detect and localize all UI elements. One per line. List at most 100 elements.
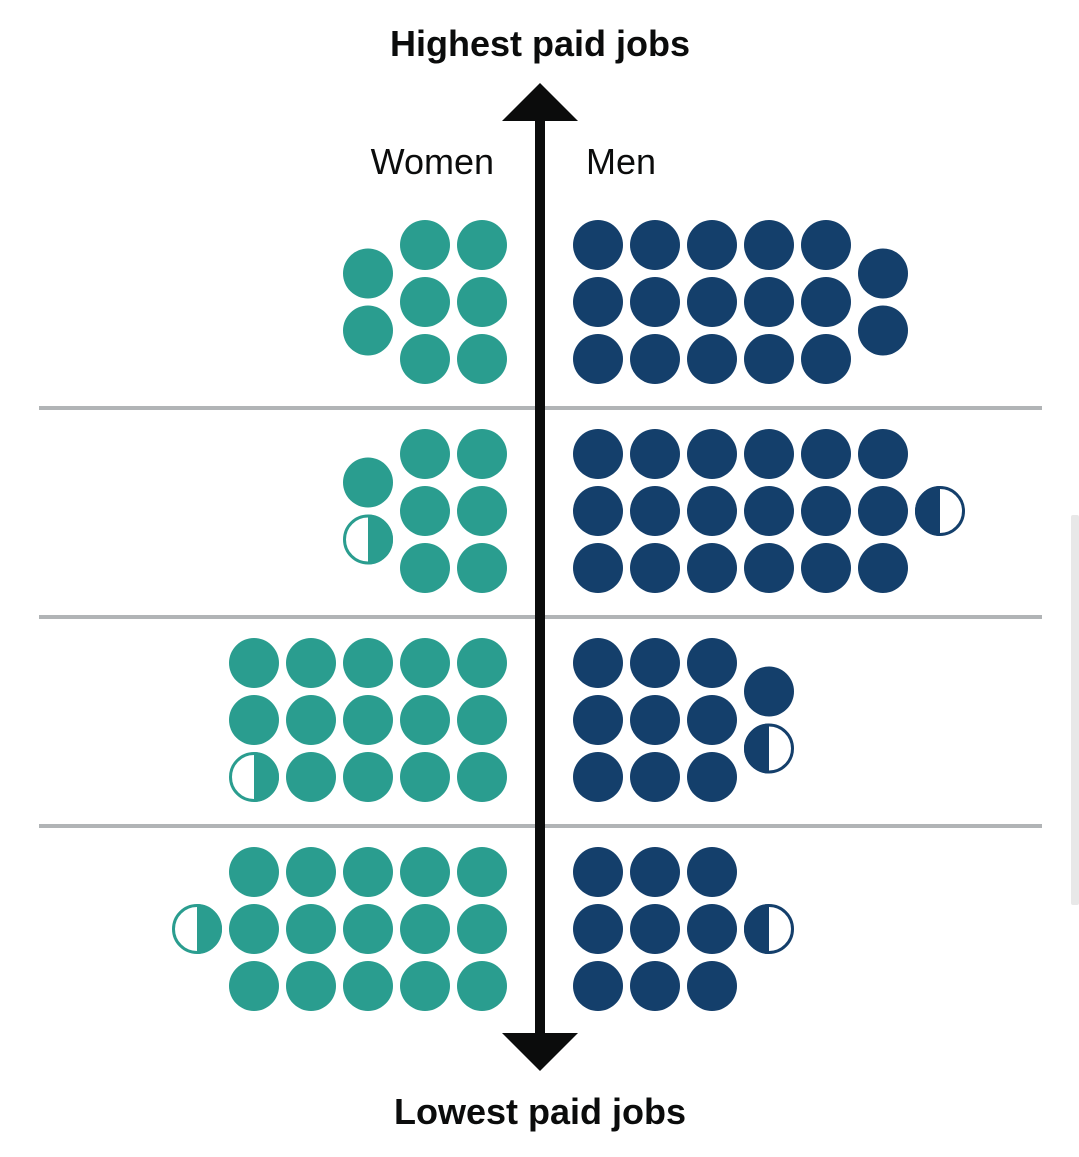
men-partial-dot	[744, 904, 794, 954]
women-dot	[400, 277, 450, 327]
women-dot	[400, 847, 450, 897]
women-dot	[457, 695, 507, 745]
pay-axis	[502, 83, 578, 1071]
men-dot	[630, 429, 680, 479]
men-dot	[687, 277, 737, 327]
men-dot	[858, 248, 908, 299]
men-dot	[744, 220, 794, 270]
men-dot	[630, 752, 680, 802]
women-dot	[457, 220, 507, 270]
men-dot	[573, 847, 623, 897]
men-dot	[687, 847, 737, 897]
men-dot	[687, 429, 737, 479]
men-dot	[687, 695, 737, 745]
men-dot	[801, 486, 851, 536]
men-dot	[630, 695, 680, 745]
men-dot	[687, 220, 737, 270]
men-partial-dot	[744, 723, 794, 774]
women-dot	[343, 638, 393, 688]
men-dot	[573, 220, 623, 270]
women-dot	[286, 638, 336, 688]
men-partial-dot	[915, 486, 965, 536]
men-dot	[801, 543, 851, 593]
men-dot	[573, 752, 623, 802]
men-dot	[630, 486, 680, 536]
women-dot	[400, 752, 450, 802]
men-dot	[630, 961, 680, 1011]
women-dot	[400, 429, 450, 479]
men-label: Men	[586, 141, 656, 182]
women-dot	[343, 305, 393, 356]
men-dot	[801, 220, 851, 270]
women-dot	[457, 638, 507, 688]
women-dot	[457, 334, 507, 384]
men-dot	[573, 277, 623, 327]
men-dot	[744, 543, 794, 593]
men-dot	[801, 334, 851, 384]
women-dot	[286, 961, 336, 1011]
women-dot	[229, 638, 279, 688]
men-dot	[687, 752, 737, 802]
men-dot	[630, 543, 680, 593]
men-dot	[573, 904, 623, 954]
women-dot	[343, 904, 393, 954]
women-dot	[343, 961, 393, 1011]
men-dot	[630, 220, 680, 270]
women-dot	[343, 695, 393, 745]
women-dot	[457, 486, 507, 536]
women-dot	[286, 847, 336, 897]
women-dot	[400, 961, 450, 1011]
women-dot	[457, 277, 507, 327]
men-dot	[573, 961, 623, 1011]
men-dot	[630, 334, 680, 384]
men-dot	[573, 695, 623, 745]
men-dot	[687, 904, 737, 954]
lowest-paid-label: Lowest paid jobs	[394, 1091, 686, 1132]
men-dot	[687, 486, 737, 536]
men-dot	[687, 334, 737, 384]
women-dot	[229, 961, 279, 1011]
women-dot	[286, 904, 336, 954]
down-arrow-icon	[502, 1033, 578, 1071]
men-dot	[858, 486, 908, 536]
women-dot	[400, 543, 450, 593]
women-dot	[229, 847, 279, 897]
women-dot	[400, 220, 450, 270]
women-dot	[457, 429, 507, 479]
women-dot	[400, 904, 450, 954]
men-dot	[801, 429, 851, 479]
women-dot	[400, 486, 450, 536]
men-dot	[801, 277, 851, 327]
women-dot	[457, 904, 507, 954]
up-arrow-icon	[502, 83, 578, 121]
women-partial-dot	[229, 752, 279, 802]
men-dot	[630, 847, 680, 897]
women-dot	[457, 752, 507, 802]
scrollbar[interactable]	[1071, 515, 1079, 905]
men-dot	[744, 666, 794, 717]
women-dot	[343, 752, 393, 802]
men-dot	[858, 543, 908, 593]
women-dot	[343, 457, 393, 508]
highest-paid-label: Highest paid jobs	[390, 23, 690, 64]
women-dot	[343, 847, 393, 897]
men-dot	[687, 543, 737, 593]
women-dot	[400, 695, 450, 745]
men-dot	[744, 429, 794, 479]
men-dot	[573, 486, 623, 536]
men-dot	[573, 429, 623, 479]
men-dot	[630, 638, 680, 688]
men-dot	[744, 277, 794, 327]
men-dot	[858, 305, 908, 356]
men-dot	[858, 429, 908, 479]
women-dot	[457, 961, 507, 1011]
men-dot	[573, 543, 623, 593]
men-dot	[573, 334, 623, 384]
women-dot	[400, 334, 450, 384]
men-dot	[744, 486, 794, 536]
women-partial-dot	[172, 904, 222, 954]
men-dot	[630, 904, 680, 954]
pictogram-dots	[172, 220, 965, 1011]
men-dot	[630, 277, 680, 327]
